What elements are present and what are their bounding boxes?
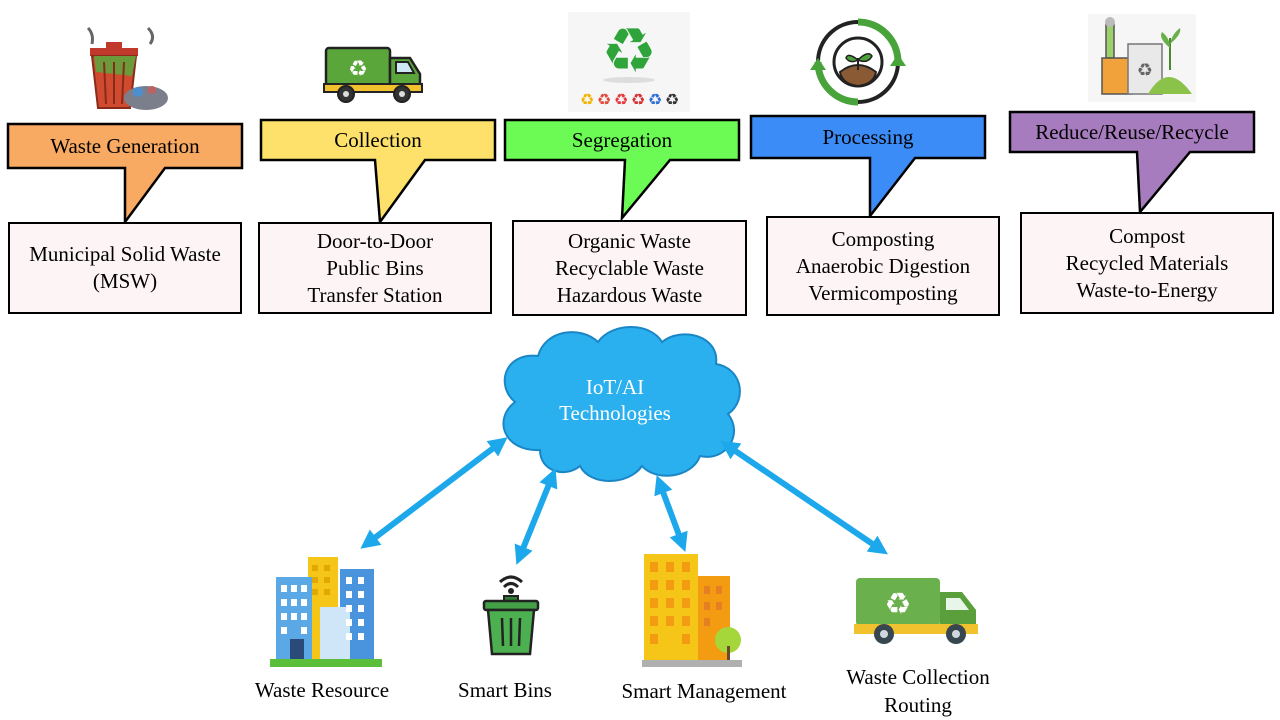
green-factory-icon: ♻ — [1088, 14, 1196, 102]
node-label-line: Smart Bins — [458, 678, 552, 702]
compost-cycle-icon — [810, 18, 906, 106]
detail-line: Composting — [831, 226, 935, 251]
stage-label-processing: Processing — [822, 125, 914, 149]
svg-text:♻: ♻ — [648, 90, 662, 109]
detail-line: Waste-to-Energy — [1076, 277, 1218, 302]
node-label-line: Routing — [884, 693, 952, 717]
detail-line: Hazardous Waste — [556, 282, 703, 307]
node-label-smart-management: Smart Management — [594, 677, 814, 705]
node-label-line: Waste Collection — [846, 665, 990, 689]
city-buildings-icon — [270, 557, 382, 667]
stage-callout-waste-generation — [6, 122, 244, 226]
svg-text:♻: ♻ — [580, 90, 594, 109]
svg-text:♻: ♻ — [348, 57, 368, 82]
stage-label-segregation: Segregation — [571, 128, 673, 152]
node-label-smart-bins: Smart Bins — [430, 676, 580, 704]
svg-text:♻: ♻ — [614, 90, 628, 109]
detail-line: Municipal Solid Waste — [29, 242, 221, 266]
stage-label-rrr: Reduce/Reuse/Recycle — [1035, 120, 1229, 144]
node-label-line: Waste Resource — [254, 678, 390, 702]
detail-line: Organic Waste — [568, 228, 691, 253]
detail-box-waste-generation: Municipal Solid Waste (MSW) — [8, 222, 242, 314]
stage-callout-collection — [259, 118, 497, 226]
detail-line: Recycled Materials — [1065, 250, 1229, 275]
detail-line: Transfer Station — [307, 282, 443, 307]
node-label-waste-resource: Waste Resource — [222, 676, 422, 704]
detail-line: Door-to-Door — [316, 228, 434, 253]
detail-line: Compost — [1109, 223, 1185, 248]
svg-text:♻: ♻ — [665, 90, 679, 109]
detail-box-collection: Door-to-Door Public Bins Transfer Statio… — [258, 222, 492, 314]
detail-line: Public Bins — [326, 255, 424, 280]
node-label-waste-collection-routing: Waste Collection Routing — [818, 663, 1018, 719]
iot-ai-cloud — [502, 326, 741, 482]
detail-box-segregation: Organic Waste Recyclable Waste Hazardous… — [512, 220, 747, 316]
recycling-truck-icon: ♻ — [854, 578, 978, 644]
detail-line: Recyclable Waste — [555, 255, 704, 280]
arrow-smart-management — [654, 475, 688, 552]
garbage-truck-icon: ♻ — [323, 46, 423, 103]
hub-label: IoT/AI Technologies — [540, 374, 690, 426]
arrow-waste-resource — [360, 437, 508, 549]
stage-callout-processing — [749, 114, 987, 220]
detail-box-rrr: Compost Recycled Materials Waste-to-Ener… — [1020, 212, 1274, 314]
stage-callout-segregation — [503, 118, 741, 222]
arrow-smart-bins — [514, 468, 558, 565]
office-building-icon — [642, 554, 742, 667]
svg-text:♻: ♻ — [631, 90, 645, 109]
stage-label-waste-generation: Waste Generation — [50, 134, 200, 158]
detail-line: (MSW) — [92, 269, 158, 293]
svg-text:♻: ♻ — [597, 90, 611, 109]
svg-text:♻: ♻ — [1137, 60, 1153, 81]
recycle-icon: ♻ ♻ ♻ ♻ ♻ ♻ ♻ — [568, 12, 690, 112]
arrow-waste-collection-routing — [720, 440, 888, 555]
detail-line: Anaerobic Digestion — [795, 253, 971, 278]
svg-text:♻: ♻ — [601, 14, 657, 87]
hub-line: Technologies — [559, 401, 671, 425]
stage-callout-rrr — [1008, 110, 1256, 216]
stage-label-collection: Collection — [334, 128, 422, 152]
node-label-line: Smart Management — [621, 679, 787, 703]
detail-box-processing: Composting Anaerobic Digestion Vermicomp… — [766, 216, 1000, 316]
trash-can-icon — [86, 26, 168, 110]
svg-text:♻: ♻ — [885, 587, 912, 622]
hub-line: IoT/AI — [585, 375, 645, 399]
detail-line: Vermicomposting — [808, 280, 958, 305]
smart-bin-icon — [482, 575, 540, 656]
